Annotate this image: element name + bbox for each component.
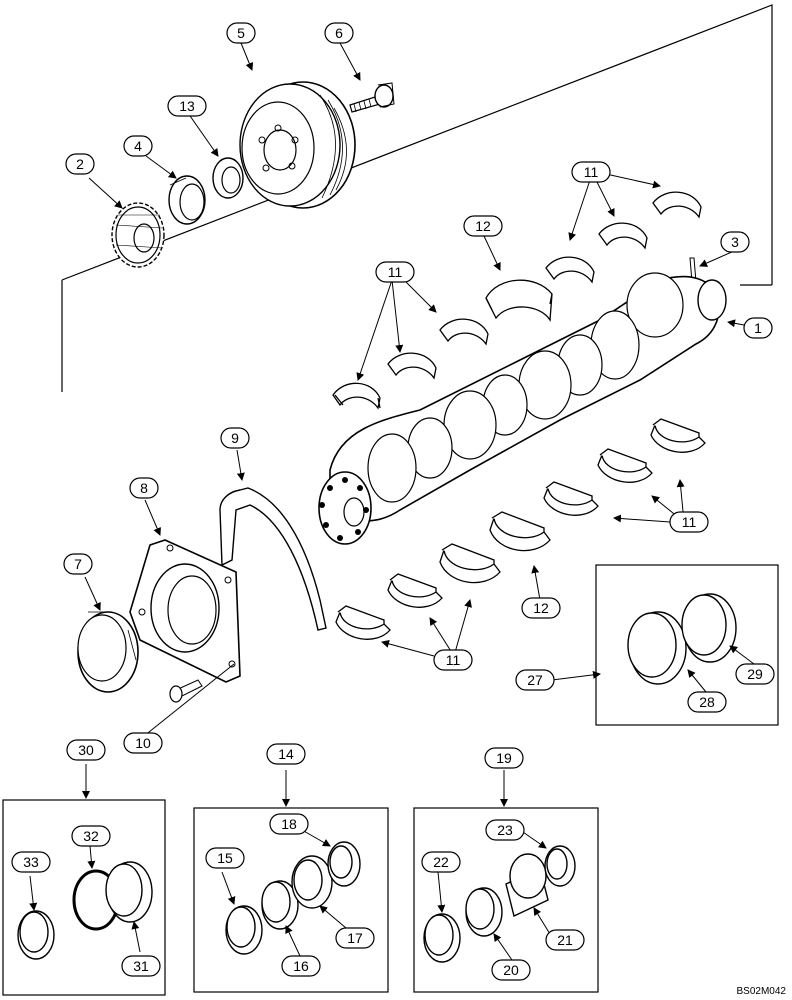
rear-seal-housing (129, 539, 241, 683)
callout-8: 8 (129, 477, 159, 499)
callout-23: 23 (485, 819, 525, 841)
callout-3: 3 (720, 231, 750, 253)
callout-label: 8 (140, 480, 148, 496)
callout-22: 22 (421, 851, 461, 873)
callout-7: 7 (63, 553, 93, 575)
callout-label: 20 (503, 962, 519, 978)
callout-label: 2 (76, 156, 84, 172)
callout-9: 9 (220, 427, 250, 449)
callout-label: 6 (335, 25, 343, 41)
leader-lines (29, 42, 761, 961)
callout-label: 3 (731, 234, 739, 250)
kit-14-parts (225, 841, 361, 955)
rear-crank-seal (77, 611, 139, 693)
kit-box-30 (2, 799, 166, 996)
callout-label: 23 (497, 822, 513, 838)
pulley-bolt-part (349, 82, 395, 113)
callout-label: 21 (557, 932, 573, 948)
callout-4: 4 (123, 135, 153, 157)
crank-pulley-part (239, 81, 356, 209)
callout-label: 29 (747, 666, 763, 682)
callout-label: 7 (74, 556, 82, 572)
seal-ring-part-4 (168, 175, 206, 225)
kit-box-27 (595, 564, 779, 726)
callout-28: 28 (687, 691, 727, 713)
callout-11-lower-right: 11 (669, 511, 709, 533)
callout-label: 33 (23, 854, 39, 870)
callout-label: 18 (281, 816, 297, 832)
callout-14: 14 (266, 743, 306, 765)
callout-label: 15 (217, 850, 233, 866)
callout-label: 14 (278, 746, 294, 762)
housing-bolt-part (169, 679, 203, 703)
lower-thrust-bearings (439, 511, 551, 584)
callout-1: 1 (743, 317, 773, 339)
callout-label: 11 (446, 652, 461, 668)
callout-27: 27 (515, 669, 555, 691)
callout-label: 12 (533, 600, 549, 616)
callout-label: 19 (496, 750, 512, 766)
callout-33: 33 (11, 851, 51, 873)
callout-10: 10 (123, 732, 163, 754)
callout-label: 28 (699, 694, 715, 710)
kit-box-19 (413, 807, 599, 993)
callout-18: 18 (269, 813, 309, 835)
callout-label: 17 (347, 930, 363, 946)
callout-label: 22 (433, 854, 449, 870)
callout-12-upper: 12 (463, 215, 503, 237)
callout-30: 30 (66, 739, 106, 761)
callout-label: 10 (135, 735, 151, 751)
kit-27-parts (627, 593, 737, 685)
lower-main-bearing-shells (335, 418, 706, 640)
callout-6: 6 (324, 22, 354, 44)
callout-29: 29 (735, 663, 775, 685)
callout-17: 17 (335, 927, 375, 949)
callout-label: 11 (682, 514, 697, 530)
upper-main-bearing-shells (332, 191, 702, 410)
callout-5: 5 (226, 22, 256, 44)
callout-16: 16 (281, 955, 321, 977)
upper-thrust-bearing (485, 279, 553, 323)
callout-20: 20 (491, 959, 531, 981)
callout-label: 11 (388, 264, 403, 280)
callout-13: 13 (167, 95, 207, 117)
callout-31: 31 (121, 955, 161, 977)
callout-21: 21 (545, 929, 585, 951)
kit-30-parts (17, 861, 153, 960)
callout-label: 11 (584, 164, 599, 180)
callout-label: 16 (293, 958, 309, 974)
callout-11-upper-right: 11 (571, 161, 611, 183)
drawing-code: BS02M042 (737, 986, 787, 997)
kit-box-14 (193, 807, 389, 993)
kit-19-parts (423, 845, 576, 963)
callout-11-upper-left: 11 (375, 261, 415, 283)
callout-label: 5 (237, 25, 245, 41)
callout-label: 4 (134, 138, 142, 154)
callout-12-lower: 12 (521, 597, 561, 619)
callout-label: 1 (754, 320, 762, 336)
callout-19: 19 (484, 747, 524, 769)
callout-label: 13 (179, 98, 195, 114)
crankshaft-part (318, 272, 727, 545)
seal-part-13 (212, 157, 244, 199)
callout-label: 9 (231, 430, 239, 446)
callout-label: 12 (475, 218, 491, 234)
callout-15: 15 (205, 847, 245, 869)
callout-11-lower-left: 11 (433, 649, 473, 671)
callout-label: 32 (83, 828, 99, 844)
rear-cover-gasket (219, 487, 327, 631)
callout-label: 27 (527, 672, 543, 688)
crank-gear-part (111, 202, 165, 268)
callout-label: 30 (78, 742, 94, 758)
callout-32: 32 (71, 825, 111, 847)
callout-2: 2 (65, 153, 95, 175)
callout-label: 31 (133, 958, 149, 974)
